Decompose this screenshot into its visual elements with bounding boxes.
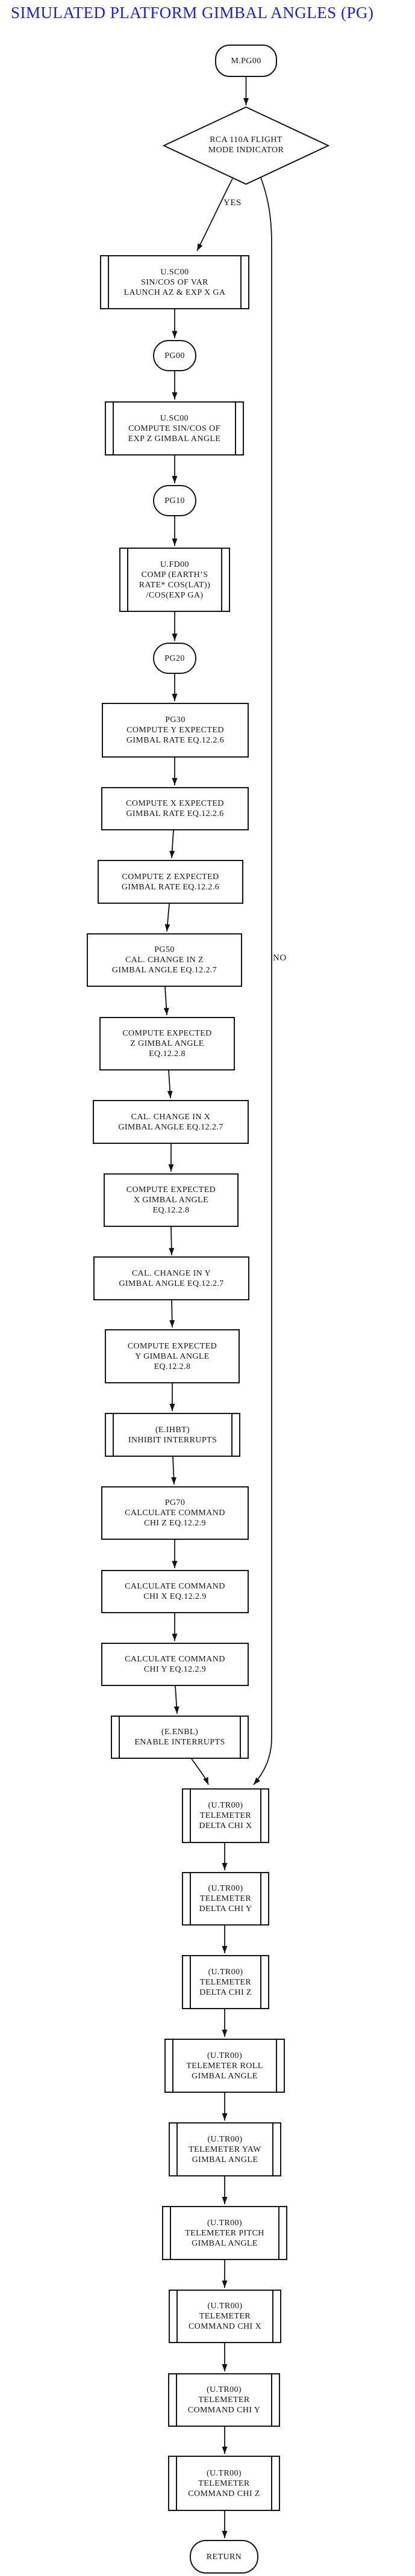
node-telemeter-delta-chi-y: (U.TR00) TELEMETER DELTA CHI Y: [182, 1872, 269, 1926]
node-telemeter-pitch: (U.TR00) TELEMETER PITCH GIMBAL ANGLE: [162, 2206, 287, 2260]
node-calc-chi-x: CALCULATE COMMAND CHI X EQ.12.2.9: [101, 1570, 249, 1613]
flow-arrow: [191, 1758, 209, 1785]
flow-arrow: [169, 830, 175, 859]
flow-arrow: [173, 1685, 179, 1714]
node-pg30: PG30 COMPUTE Y EXPECTED GIMBAL RATE EQ.1…: [102, 703, 249, 758]
node-telemeter-yaw: (U.TR00) TELEMETER YAW GIMBAL ANGLE: [169, 2122, 281, 2176]
node-cal-change-x: CAL. CHANGE IN X GIMBAL ANGLE EQ.12.2.7: [93, 1100, 249, 1144]
node-telemeter-command-chi-y: (U.TR00) TELEMETER COMMAND CHI Y: [168, 2373, 280, 2427]
node-compute-expected-z: COMPUTE EXPECTED Z GIMBAL ANGLE EQ.12.2.…: [99, 1017, 235, 1070]
node-sc00-var: U.SC00 SIN/COS OF VAR LAUNCH AZ & EXP X …: [100, 255, 249, 309]
node-calc-chi-y: CALCULATE COMMAND CHI Y EQ.12.2.9: [101, 1643, 249, 1686]
flow-arrow: [164, 903, 170, 932]
node-telemeter-delta-chi-z: (U.TR00) TELEMETER DELTA CHI Z: [182, 1955, 269, 2009]
node-pg20: PG20: [153, 643, 196, 674]
node-sc00-exp: U.SC00 COMPUTE SIN/COS OF EXP Z GIMBAL A…: [105, 401, 244, 456]
node-telemeter-roll: (U.TR00) TELEMETER ROLL GIMBAL ANGLE: [164, 2039, 285, 2093]
node-compute-expected-y: COMPUTE EXPECTED Y GIMBAL ANGLE EQ.12.2.…: [105, 1329, 240, 1383]
node-compute-z-rate: COMPUTE Z EXPECTED GIMBAL RATE EQ.12.2.6: [98, 860, 243, 904]
flow-arrow: [163, 986, 169, 1016]
node-inhibit-interrupts: (E.IHBT) INHIBIT INTERRUPTS: [105, 1413, 240, 1457]
node-enable-interrupts: (E.ENBL) ENABLE INTERRUPTS: [111, 1716, 249, 1759]
node-telemeter-command-chi-z: (U.TR00) TELEMETER COMMAND CHI Z: [168, 2456, 280, 2511]
node-pg00: PG00: [153, 340, 196, 371]
flow-arrow: [167, 1070, 173, 1099]
no-label: NO: [273, 953, 287, 963]
yes-label: YES: [223, 198, 242, 208]
node-cal-change-y: CAL. CHANGE IN Y GIMBAL ANGLE EQ.12.2.7: [93, 1256, 249, 1300]
node-fd00: U.FD00 COMP (EARTH’S RATE* COS(LAT)) /CO…: [119, 548, 230, 612]
no-arrow: [253, 177, 272, 1785]
node-pg50: PG50 CAL. CHANGE IN Z GIMBAL ANGLE EQ.12…: [87, 933, 242, 987]
node-compute-expected-x: COMPUTE EXPECTED X GIMBAL ANGLE EQ.12.2.…: [104, 1173, 239, 1227]
page-title: SIMULATED PLATFORM GIMBAL ANGLES (PG): [11, 4, 374, 22]
node-return-terminal: RETURN: [190, 2540, 258, 2574]
flow-arrow: [169, 1226, 175, 1256]
node-telemeter-delta-chi-x: (U.TR00) TELEMETER DELTA CHI X: [182, 1788, 269, 1843]
yes-arrow: [196, 178, 233, 252]
node-pg70: PG70 CALCULATE COMMAND CHI Z EQ.12.2.9: [101, 1486, 249, 1540]
node-start-terminal: M.PG00: [215, 45, 277, 77]
decision-diamond-outline: [162, 106, 330, 185]
node-compute-x-rate: COMPUTE X EXPECTED GIMBAL RATE EQ.12.2.6: [101, 787, 249, 830]
node-telemeter-command-chi-x: (U.TR00) TELEMETER COMMAND CHI X: [169, 2290, 281, 2343]
node-pg10: PG10: [153, 485, 196, 516]
node-decision-flight-mode: RCA 110A FLIGHT MODE INDICATOR: [208, 135, 284, 155]
flow-arrow: [170, 1456, 176, 1485]
